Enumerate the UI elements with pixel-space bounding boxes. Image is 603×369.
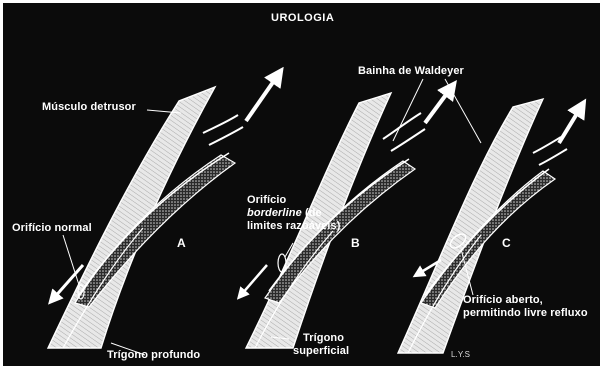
flow-arrow-up-c: [559, 107, 581, 143]
panel-letter-c: C: [502, 237, 511, 249]
panel-letter-b: B: [351, 237, 360, 249]
label-bainha-waldeyer: Bainha de Waldeyer: [358, 65, 464, 77]
label-orificio-normal: Orifício normal: [12, 222, 92, 234]
label-borderline-italic: borderline: [247, 207, 302, 219]
label-orificio-borderline-line2: borderline (de: [247, 207, 322, 219]
figure-title: UROLOGIA: [271, 12, 334, 24]
artist-signature: L.Y.S: [451, 349, 470, 361]
flow-arrow-up-b: [425, 88, 451, 123]
label-orificio-borderline-line1: Orifício: [247, 194, 286, 206]
label-musculo-detrusor: Músculo detrusor: [42, 101, 136, 113]
label-orificio-aberto-line1: Orifício aberto,: [463, 294, 543, 306]
flow-arrow-down-b: [241, 265, 267, 295]
label-orificio-borderline-line3: limites razoáveis): [247, 220, 341, 232]
label-trigono-profundo: Trígono profundo: [107, 349, 200, 361]
ureter-exit-a: [203, 115, 238, 133]
leader-waldeyer-c: [445, 79, 481, 143]
flow-arrow-up-a: [246, 75, 278, 121]
label-orificio-aberto-line2: permitindo livre refluxo: [463, 307, 588, 319]
detrusor-wall-a: [48, 87, 215, 348]
ureter-exit-c: [533, 137, 561, 153]
label-trigono-superficial-line2: superficial: [293, 345, 349, 357]
label-trigono-superficial-line1: Trígono: [303, 332, 344, 344]
leader-waldeyer-b: [393, 79, 423, 141]
label-borderline-rest: (de: [302, 207, 322, 219]
panel-letter-a: A: [177, 237, 186, 249]
panel-a-drawing: [48, 75, 278, 348]
